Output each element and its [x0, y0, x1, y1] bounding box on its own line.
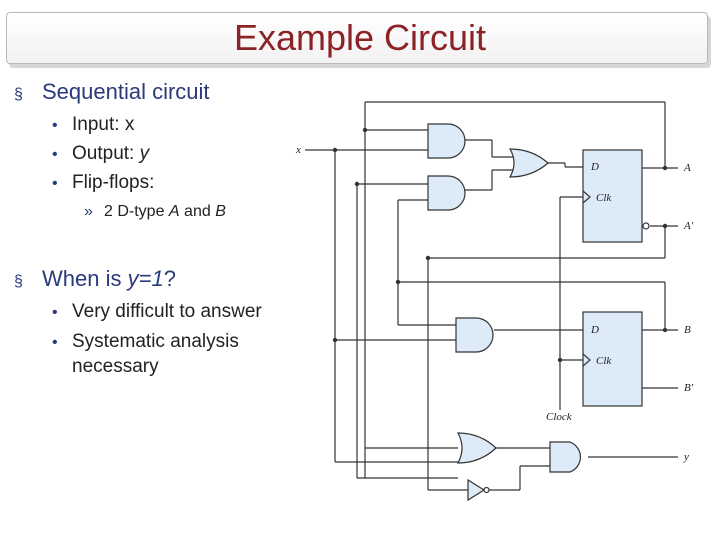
bullet-systematic: •Systematic analysis	[52, 330, 239, 355]
and-gate-3-icon	[455, 317, 494, 353]
label-clk-b: Clk	[596, 355, 612, 367]
double-chevron-icon: »	[84, 203, 93, 220]
dot-bullet-icon: •	[52, 304, 58, 321]
inverter-bubble-icon	[483, 486, 490, 494]
or-gate-1-icon	[508, 148, 549, 178]
and-gate-1-icon	[427, 123, 466, 159]
label-b: B	[684, 324, 691, 336]
label-a: A	[683, 162, 691, 174]
label-y: y	[683, 451, 689, 463]
dot-bullet-icon: •	[52, 146, 58, 163]
and-gate-4-icon	[549, 441, 582, 473]
logic-gates	[427, 123, 582, 502]
label-d-b: D	[590, 324, 599, 336]
title-bar	[6, 12, 708, 64]
bullet-dtype: »2 D-type A and B	[84, 200, 226, 224]
bullet-difficult: •Very difficult to answer	[52, 300, 262, 325]
flipflop-b	[582, 311, 643, 407]
wire-junctions	[332, 127, 668, 363]
or-gate-2-icon	[457, 432, 497, 464]
label-x: x	[295, 144, 301, 156]
square-bullet-icon: §	[14, 273, 23, 290]
flipflop-a	[582, 149, 650, 243]
dot-bullet-icon: •	[52, 117, 58, 134]
slide-title: Example Circuit	[233, 17, 487, 58]
label-d-a: D	[590, 161, 599, 173]
inverter-icon	[467, 478, 486, 502]
dot-bullet-icon: •	[52, 334, 58, 351]
bullet-input: •Input: x	[52, 113, 134, 138]
square-bullet-icon: §	[14, 86, 23, 103]
and-gate-2-icon	[427, 175, 466, 211]
label-clk-a: Clk	[596, 192, 612, 204]
dot-bullet-icon: •	[52, 175, 58, 192]
bullet-sequential-circuit: §Sequential circuit	[14, 80, 210, 107]
bullet-output: •Output: y	[52, 142, 149, 167]
label-b-prime: B'	[684, 382, 694, 394]
bullet-necessary: necessary	[72, 356, 159, 377]
label-a-prime: A'	[683, 220, 694, 232]
label-clock: Clock	[546, 411, 573, 423]
circuit-diagram: x D Clk D Clk A A' B B' y Clock	[295, 101, 694, 502]
bullet-flipflops: •Flip-flops:	[52, 171, 154, 196]
bullet-when-y: §When is y=1?	[14, 267, 176, 294]
